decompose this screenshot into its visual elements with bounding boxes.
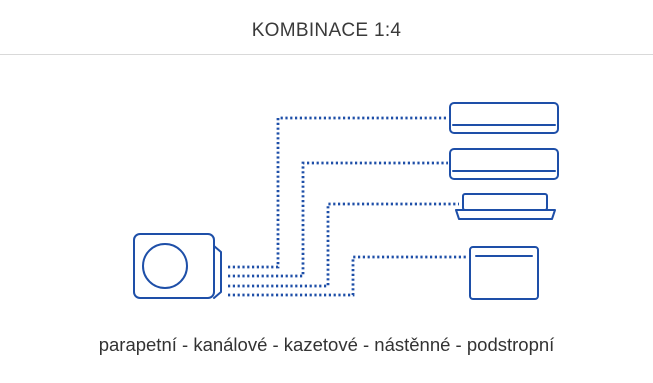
pipe-line-3 <box>228 202 459 288</box>
wall-unit-icon <box>449 148 559 180</box>
divider <box>0 54 653 55</box>
pipe-line-1 <box>228 116 448 269</box>
floor-ceiling-unit-icon <box>469 246 539 300</box>
outdoor-unit-icon <box>133 233 222 299</box>
cassette-unit-icon <box>455 193 556 220</box>
pipe-line-4 <box>228 255 468 297</box>
unit-types-caption: parapetní - kanálové - kazetové - nástěn… <box>98 334 555 355</box>
pipe-line-2 <box>228 161 448 278</box>
page-title: KOMBINACE 1:4 <box>251 20 402 41</box>
wall-unit-icon <box>449 102 559 134</box>
